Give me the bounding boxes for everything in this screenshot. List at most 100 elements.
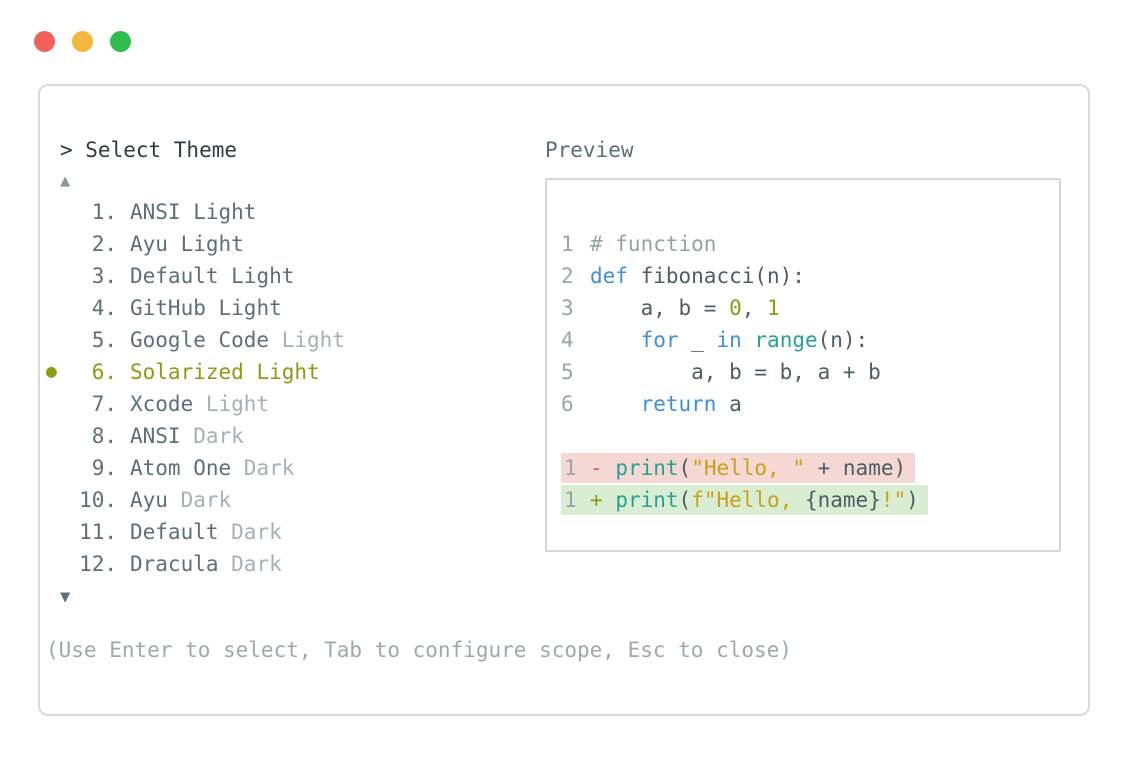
marker-spacer	[46, 324, 73, 356]
theme-number: 7.	[91, 392, 117, 416]
theme-label: Atom One Dark	[130, 452, 294, 484]
theme-label: Solarized Light	[130, 356, 320, 388]
theme-label: ANSI Light	[130, 196, 256, 228]
theme-name: Ayu	[130, 488, 181, 512]
theme-list-item[interactable]: 4. GitHub Light	[46, 292, 526, 324]
theme-number: 10.	[79, 488, 117, 512]
theme-label: Ayu Dark	[130, 484, 231, 516]
code-token-number: 0	[729, 296, 742, 320]
theme-variant: Dark	[231, 552, 282, 576]
close-button[interactable]	[34, 31, 55, 52]
code-token-builtin: range	[754, 328, 818, 352]
marker-spacer	[46, 196, 73, 228]
theme-name: Dracula	[130, 552, 232, 576]
theme-number: 9.	[91, 456, 117, 480]
theme-list-item[interactable]: 10. Ayu Dark	[46, 484, 526, 516]
theme-label: Xcode Light	[130, 388, 269, 420]
theme-name: ANSI	[130, 424, 194, 448]
line-number: 1	[561, 232, 574, 256]
code-token-plain	[742, 328, 755, 352]
theme-variant: Light	[218, 296, 282, 320]
theme-list-item[interactable]: 3. Default Light	[46, 260, 526, 292]
line-number: 4	[561, 328, 574, 352]
code-token-plain	[603, 456, 616, 480]
line-number: 5	[561, 360, 574, 384]
code-token-plus: +	[590, 488, 603, 512]
theme-label: Dracula Dark	[130, 548, 282, 580]
theme-label: Default Light	[130, 260, 294, 292]
code-token-plain: a, b = b, a + b	[590, 360, 881, 384]
marker-spacer	[46, 292, 73, 324]
code-line: 6 return a	[561, 388, 1059, 420]
marker-spacer	[46, 548, 73, 580]
theme-number: 1.	[91, 200, 117, 224]
code-token-plain: _	[678, 328, 717, 352]
theme-variant: Dark	[243, 456, 295, 480]
code-token-builtin: print	[615, 456, 679, 480]
code-token-plain: a, b =	[590, 296, 730, 320]
theme-variant: Dark	[231, 520, 282, 544]
theme-number: 8.	[91, 424, 117, 448]
code-token-string: "Hello, "	[691, 456, 805, 480]
code-token-plain	[603, 488, 616, 512]
code-token-minus: -	[590, 456, 603, 480]
theme-label: Ayu Light	[130, 228, 244, 260]
theme-name: Atom One	[130, 456, 244, 480]
footer-hint: (Use Enter to select, Tab to configure s…	[46, 638, 792, 662]
theme-name: GitHub	[130, 296, 219, 320]
theme-list-item[interactable]: 11.Default Dark	[46, 516, 526, 548]
theme-number: 4.	[91, 296, 117, 320]
code-token-builtin: print	[615, 488, 679, 512]
marker-spacer	[46, 452, 73, 484]
code-token-keyword: for	[640, 328, 679, 352]
theme-variant: Dark	[193, 424, 244, 448]
theme-variant: Light	[180, 232, 244, 256]
theme-variant: Light	[256, 360, 320, 384]
code-token-number: 1	[767, 296, 780, 320]
code-token-keyword: def	[590, 264, 628, 288]
diff-highlight-removed: 1- print("Hello, " + name)	[561, 453, 916, 483]
line-number: 3	[561, 296, 574, 320]
diff-line-added: 1+ print(f"Hello, {name}!")	[561, 484, 1059, 516]
minimize-button[interactable]	[72, 31, 93, 52]
line-number: 1	[564, 456, 577, 480]
code-token-plain: (	[678, 488, 692, 512]
theme-number: 11.	[79, 520, 117, 544]
theme-variant: Dark	[180, 488, 232, 512]
theme-label: ANSI Dark	[130, 420, 244, 452]
code-token-keyword: in	[716, 328, 742, 352]
code-blank-line	[561, 420, 1059, 452]
theme-list-item[interactable]: 1. ANSI Light	[46, 196, 526, 228]
theme-list-item[interactable]: 9. Atom One Dark	[46, 452, 526, 484]
theme-list-item[interactable]: 5.Google Code Light	[46, 324, 526, 356]
theme-list-item[interactable]: 2.Ayu Light	[46, 228, 526, 260]
code-line: 3 a, b = 0, 1	[561, 292, 1059, 324]
theme-list-item[interactable]: 12. Dracula Dark	[46, 548, 526, 580]
marker-spacer	[46, 516, 73, 548]
scroll-up-icon[interactable]: ▲	[60, 171, 71, 191]
code-token-string: !"	[880, 488, 907, 512]
theme-list-item[interactable]: 7. Xcode Light	[46, 388, 526, 420]
line-number: 1	[564, 488, 577, 512]
theme-list-item[interactable]: ●6.Solarized Light	[46, 356, 526, 388]
theme-number: 3.	[91, 264, 117, 288]
code-token-plain: fibonacci(n):	[627, 264, 805, 288]
marker-spacer	[46, 388, 73, 420]
line-number: 6	[561, 392, 574, 416]
theme-variant: Light	[205, 392, 270, 416]
code-line: 5 a, b = b, a + b	[561, 356, 1059, 388]
theme-number: 12.	[79, 552, 117, 576]
theme-name: Xcode	[130, 392, 206, 416]
code-token-plain: a	[716, 392, 742, 416]
theme-list-item[interactable]: 8. ANSI Dark	[46, 420, 526, 452]
marker-spacer	[46, 260, 73, 292]
diff-block: 1- print("Hello, " + name)1+ print(f"Hel…	[561, 452, 1059, 516]
marker-spacer	[46, 484, 73, 516]
scroll-down-icon[interactable]: ▼	[60, 587, 71, 607]
diff-highlight-added: 1+ print(f"Hello, {name}!")	[561, 485, 928, 515]
zoom-button[interactable]	[110, 31, 131, 52]
theme-variant: Light	[193, 200, 257, 224]
selected-bullet-icon: ●	[46, 361, 57, 382]
